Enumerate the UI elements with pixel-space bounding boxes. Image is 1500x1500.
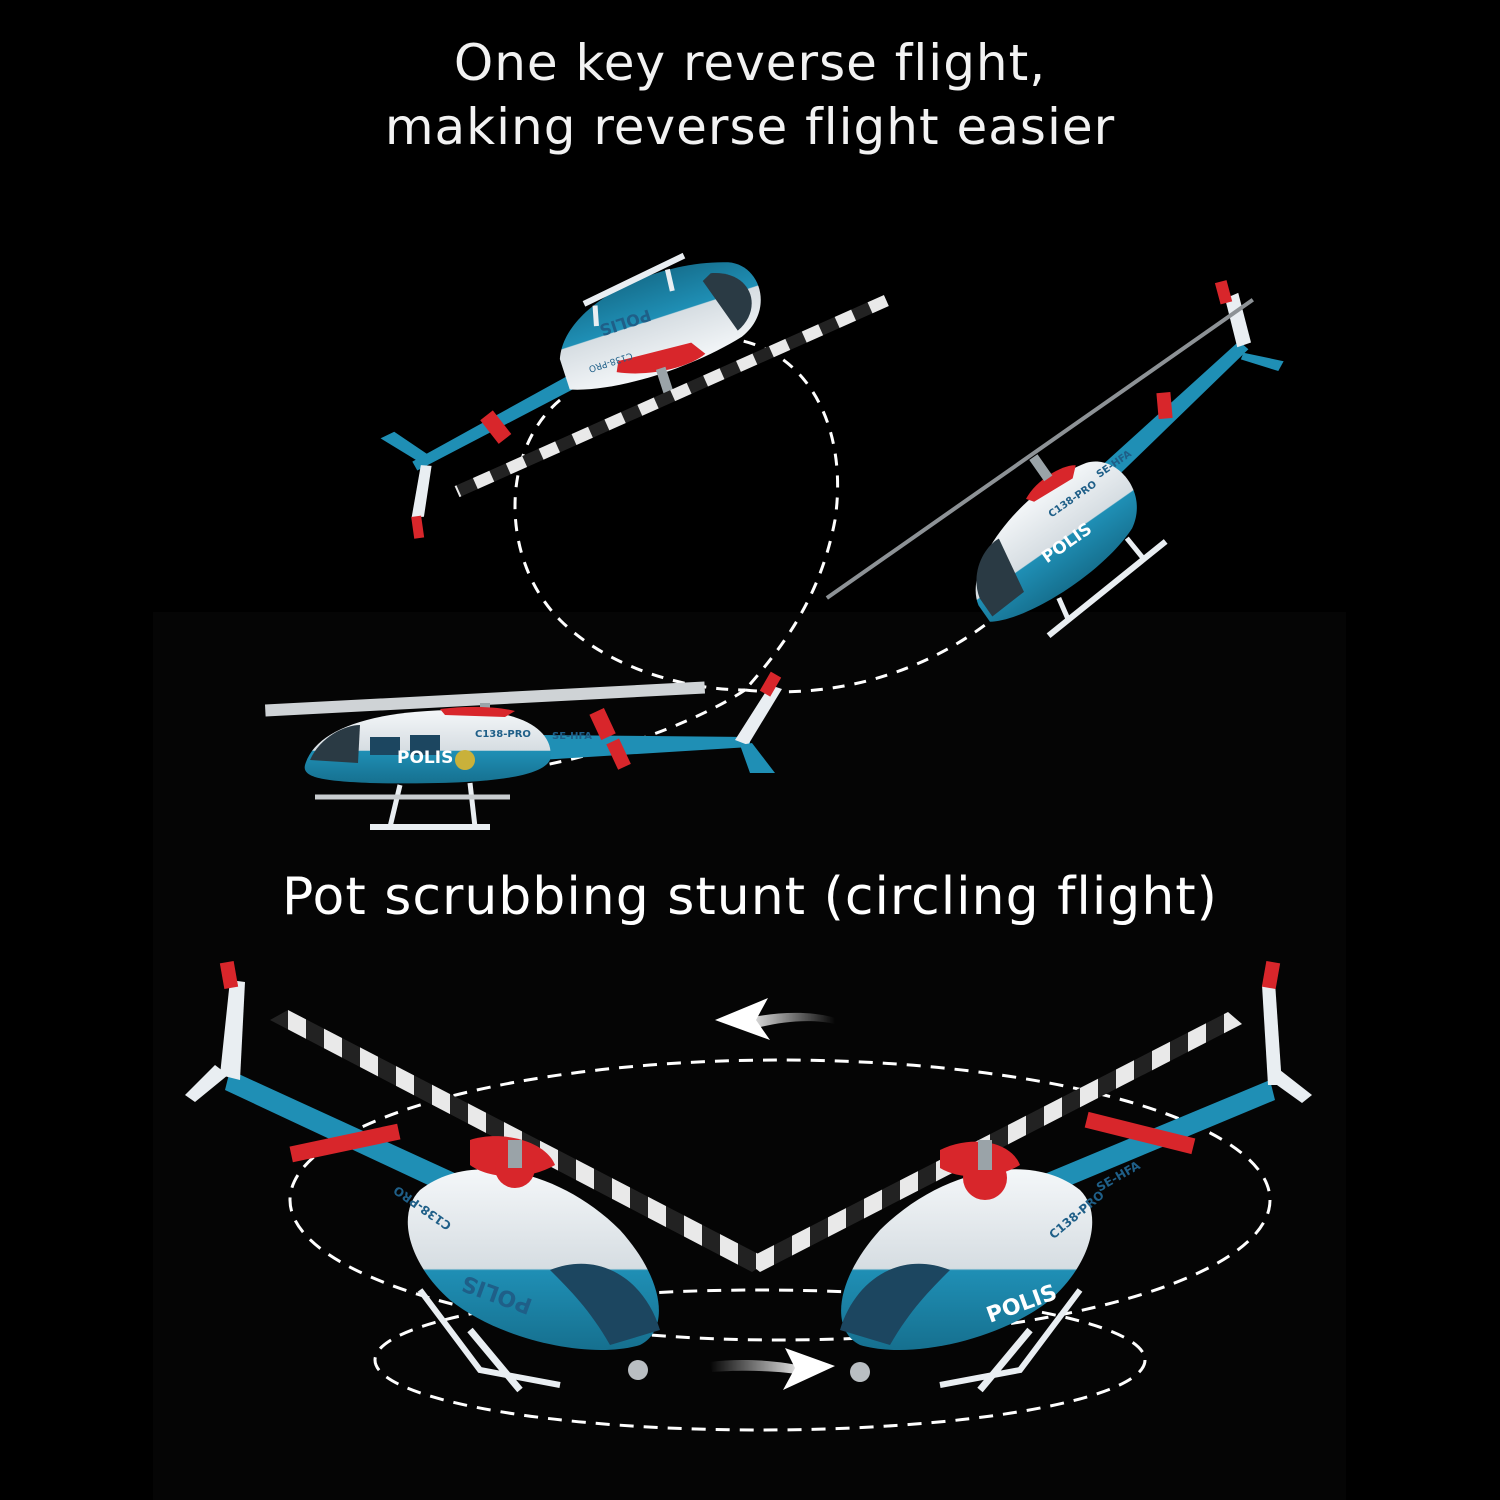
level-rotor-blade xyxy=(264,681,706,717)
forward-arrow-right-icon xyxy=(710,1348,835,1390)
helicopter-level: POLIS C138-PRO SE-HFA xyxy=(264,671,782,830)
helicopter-climbing: POLIS C138-PRO SE-HFA xyxy=(825,280,1284,639)
headline-line-2: making reverse flight easier xyxy=(384,98,1116,156)
level-model-label: C138-PRO xyxy=(475,729,531,740)
circling-path xyxy=(288,1058,1272,1432)
reverse-arrow-left-icon xyxy=(715,998,835,1040)
level-polis-label: POLIS xyxy=(397,748,453,768)
helicopter-circling-right: POLIS C138-PRO SE-HFA xyxy=(745,960,1312,1393)
inverted-rotor-blade xyxy=(454,294,889,498)
headline-line-1: One key reverse flight, xyxy=(453,34,1047,92)
stunt-caption: Pot scrubbing stunt (circling flight) xyxy=(282,867,1218,927)
level-registration-label: SE-HFA xyxy=(552,731,592,742)
circling-right-rotor-blade xyxy=(745,1012,1242,1272)
climbing-rotor-blade xyxy=(825,298,1254,600)
helicopter-inverted: POLIS C138-PRO xyxy=(380,252,889,539)
helicopter-circling-left: POLIS C138-PRO xyxy=(185,960,770,1393)
